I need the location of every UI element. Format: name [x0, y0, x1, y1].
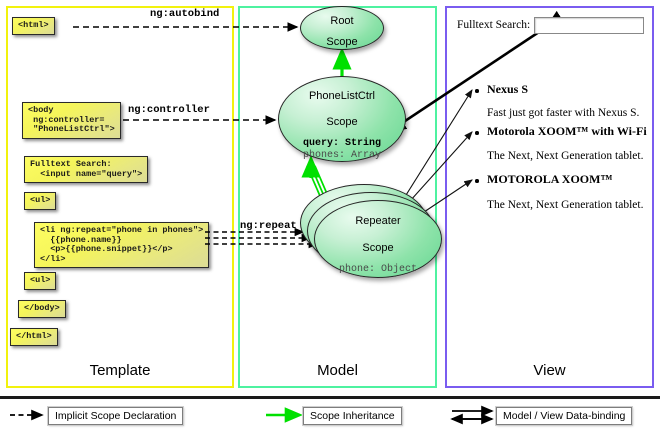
- scope-ctrl-prop-phones: phones: Array: [302, 150, 381, 161]
- list-item-name[interactable]: Nexus S: [487, 82, 529, 96]
- list-item-snippet: The Next, Next Generation tablet.: [487, 199, 644, 211]
- code-box-html-open: <html>: [12, 17, 55, 35]
- scope-ctrl-prop-query: query: String: [302, 138, 381, 149]
- list-item-name[interactable]: Motorola XOOM™ with Wi-Fi: [487, 124, 647, 138]
- label-ng-autobind: ng:autobind: [150, 8, 220, 20]
- scope-root-title-2: Scope: [326, 35, 358, 48]
- panel-label-view: View: [533, 362, 566, 379]
- scope-root[interactable]: Root Scope: [300, 6, 384, 50]
- code-box-search: Fulltext Search: <input name="query">: [24, 156, 149, 183]
- view-search-row: Fulltext Search:: [457, 17, 645, 34]
- panel-label-template: Template: [89, 362, 151, 379]
- code-box-li-repeat: <li ng:repeat="phone in phones"> {{phone…: [34, 222, 210, 268]
- code-box-ul-open: <ul>: [24, 192, 57, 210]
- code-box-body-open: <body ng:controller= "PhoneListCtrl">: [22, 102, 121, 139]
- view-search-label: Fulltext Search:: [457, 19, 531, 32]
- scope-repeater-title-2: Scope: [362, 241, 394, 254]
- legend-item-model-view-data-binding: Model / View Data-binding: [494, 406, 634, 426]
- scope-repeater-prop-phone: phone: Object: [338, 264, 417, 275]
- list-item-name[interactable]: MOTOROLA XOOM™: [487, 172, 613, 186]
- panel-view: [445, 6, 654, 388]
- legend-item-scope-inheritance: Scope Inheritance: [302, 406, 403, 426]
- legend-divider: [0, 396, 660, 399]
- scope-repeater-title-1: Repeater: [355, 215, 401, 227]
- code-box-body-close: </body>: [18, 300, 66, 318]
- scope-ctrl-title-1: PhoneListCtrl: [308, 90, 376, 102]
- scope-root-title-1: Root: [330, 15, 354, 27]
- scope-repeater[interactable]: Repeater Scope phone: Object: [314, 200, 442, 278]
- list-item-snippet: The Next, Next Generation tablet.: [487, 150, 644, 162]
- scope-ctrl-title-2: Scope: [326, 115, 358, 128]
- search-input[interactable]: [534, 17, 645, 34]
- legend-item-implicit-scope-declaration: Implicit Scope Declaration: [46, 406, 185, 426]
- code-box-html-close: </html>: [10, 328, 58, 346]
- list-bullet: [475, 131, 479, 135]
- label-ng-repeat: ng:repeat: [240, 220, 297, 232]
- list-item-snippet: Fast just got faster with Nexus S.: [487, 107, 640, 119]
- code-box-ul-close: <ul>: [24, 272, 57, 290]
- list-bullet: [475, 179, 479, 183]
- list-bullet: [475, 89, 479, 93]
- scope-ctrl-props: query: String phones: Array: [279, 138, 405, 162]
- panel-label-model: Model: [317, 362, 358, 379]
- scope-repeater-props: phone: Object: [315, 264, 441, 276]
- scope-phonelistctrl[interactable]: PhoneListCtrl Scope query: String phones…: [278, 76, 406, 162]
- label-ng-controller: ng:controller: [128, 104, 210, 116]
